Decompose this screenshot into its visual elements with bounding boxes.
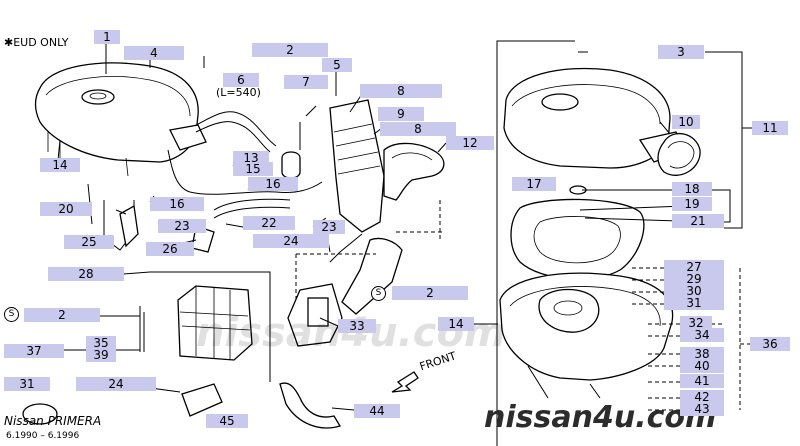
s-symbol-mid: S (371, 286, 386, 301)
callout-5[interactable]: 5 (322, 58, 352, 72)
callout-39[interactable]: 39 (86, 348, 116, 362)
eud-only-note: ✱EUD ONLY (4, 36, 69, 49)
callout-29[interactable]: 29 (664, 272, 724, 286)
watermark-text: nissan4u.com (484, 400, 717, 435)
callout-14-left[interactable]: 14 (40, 158, 80, 172)
callout-13[interactable]: 13 (233, 151, 269, 165)
callout-33[interactable]: 33 (338, 319, 376, 333)
callout-3[interactable]: 3 (658, 45, 704, 59)
s-symbol-left: S (4, 307, 19, 322)
callout-2-left[interactable]: 2 (24, 308, 100, 322)
brand-label: Nissan PRIMERA (4, 414, 102, 428)
callout-8-top[interactable]: 8 (360, 84, 442, 98)
callout-35[interactable]: 35 (86, 336, 116, 350)
callout-20[interactable]: 20 (40, 202, 92, 216)
callout-11[interactable]: 11 (752, 121, 788, 135)
callout-15[interactable]: 15 (233, 162, 273, 176)
callout-43[interactable]: 43 (680, 402, 724, 416)
callout-24-bottom[interactable]: 24 (76, 377, 156, 391)
length-note: (L=540) (216, 86, 261, 99)
callout-27[interactable]: 27 (664, 260, 724, 274)
callout-10[interactable]: 10 (672, 115, 700, 129)
callout-23-right[interactable]: 23 (313, 220, 345, 234)
callout-42[interactable]: 42 (680, 390, 724, 404)
lower-box-drawing (22, 183, 341, 429)
callout-2-right[interactable]: 2 (392, 286, 468, 300)
callout-30[interactable]: 30 (664, 284, 724, 298)
callout-45[interactable]: 45 (206, 414, 248, 428)
callout-32[interactable]: 32 (680, 316, 712, 330)
callout-37[interactable]: 37 (4, 344, 64, 358)
callout-7[interactable]: 7 (284, 75, 328, 89)
callout-22[interactable]: 22 (243, 216, 295, 230)
callout-36[interactable]: 36 (750, 337, 790, 351)
callout-41[interactable]: 41 (680, 374, 724, 388)
callout-19[interactable]: 19 (672, 197, 712, 211)
callout-31-right[interactable]: 31 (664, 296, 724, 310)
callout-38[interactable]: 38 (680, 347, 724, 361)
callout-24-top[interactable]: 24 (253, 234, 329, 248)
callout-9[interactable]: 9 (378, 107, 424, 121)
callout-21[interactable]: 21 (672, 214, 724, 228)
callout-6[interactable]: 6 (223, 73, 259, 87)
callout-14-right[interactable]: 14 (438, 317, 474, 331)
callout-1[interactable]: 1 (94, 30, 120, 44)
dates-label: 6.1990 – 6.1996 (6, 431, 80, 441)
callout-17[interactable]: 17 (512, 177, 556, 191)
callout-40[interactable]: 40 (680, 359, 724, 373)
intake-duct-drawing (287, 99, 445, 347)
callout-4[interactable]: 4 (124, 46, 184, 60)
callout-31-left[interactable]: 31 (4, 377, 50, 391)
callout-25[interactable]: 25 (64, 235, 114, 249)
callout-23-left[interactable]: 23 (158, 219, 206, 233)
right-cover-drawing (499, 67, 701, 399)
left-cover-drawing (34, 62, 207, 177)
callout-18[interactable]: 18 (672, 182, 712, 196)
callout-34[interactable]: 34 (680, 328, 724, 342)
callout-2[interactable]: 2 (252, 43, 328, 57)
callout-8-mid[interactable]: 8 (380, 122, 456, 136)
callout-16-b[interactable]: 16 (150, 197, 204, 211)
callout-44[interactable]: 44 (354, 404, 400, 418)
callout-26[interactable]: 26 (146, 242, 194, 256)
callout-12[interactable]: 12 (446, 136, 494, 150)
callout-16-a[interactable]: 16 (248, 177, 298, 191)
callout-28[interactable]: 28 (48, 267, 124, 281)
